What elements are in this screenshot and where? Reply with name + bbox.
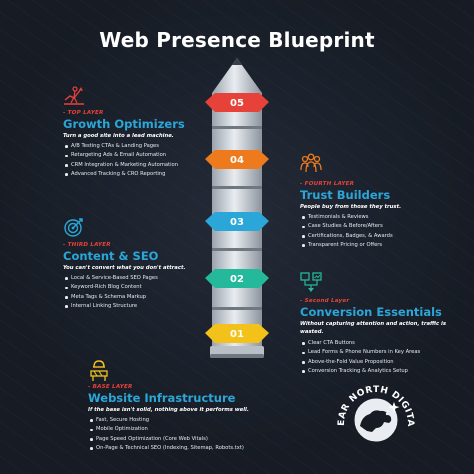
section-subtitle: Turn a good site into a lead machine.	[63, 133, 174, 139]
bullet-list: Testimonials & Reviews Case Studies & Be…	[300, 213, 401, 250]
shaft-band	[212, 307, 262, 310]
growth-chart-person-icon	[64, 86, 84, 105]
layer-block-03: 03	[205, 212, 269, 231]
list-item: Mobile Optimization	[88, 425, 249, 434]
pencil-tip	[212, 58, 262, 93]
list-item: Page Speed Optimization (Core Web Vitals…	[88, 435, 249, 444]
list-item: On-Page & Technical SEO (Indexing, Sitem…	[88, 444, 249, 453]
block-label: 05	[230, 98, 244, 109]
list-item: Transparent Pricing or Offers	[300, 241, 401, 250]
target-arrow-icon	[64, 218, 83, 237]
layer-tag: - FOURTH LAYER	[300, 181, 355, 187]
block-shape	[205, 150, 269, 169]
list-item: Above-the-Fold Value Proposition	[300, 358, 460, 367]
bullet-list: A/B Testing CTAs & Landing Pages Retarge…	[63, 142, 185, 179]
list-item: Advanced Tracking & CRO Reporting	[63, 170, 185, 179]
block-label: 04	[230, 155, 244, 166]
block-label: 03	[230, 217, 244, 228]
section-website-infrastructure: - BASE LAYER Website Infrastructure If t…	[88, 384, 249, 453]
list-item: CRM Integration & Marketing Automation	[63, 161, 185, 170]
block-shape	[205, 324, 269, 343]
pencil-lead	[232, 58, 242, 65]
list-item: Fast, Secure Hosting	[88, 416, 249, 425]
list-item: Retargeting Ads & Email Automation	[63, 151, 185, 160]
list-item: A/B Testing CTAs & Landing Pages	[63, 142, 185, 151]
section-conversion-essentials: - Second Layer Conversion Essentials Wit…	[300, 298, 460, 376]
section-subtitle: If the base isn't solid, nothing above i…	[88, 407, 249, 413]
layer-block-04: 04	[205, 150, 269, 169]
block-shape	[205, 269, 269, 288]
bullet-list: Fast, Secure Hosting Mobile Optimization…	[88, 416, 249, 453]
compass-star	[388, 402, 400, 413]
bear-silhouette	[360, 410, 392, 432]
section-subtitle: Without capturing attention and action, …	[300, 321, 447, 335]
shaft-band	[212, 248, 262, 251]
bullet-list: Clear CTA Buttons Lead Forms & Phone Num…	[300, 339, 460, 376]
section-growth-optimizers: - TOP LAYER Growth Optimizers Turn a goo…	[63, 110, 185, 179]
layer-block-05: 05	[205, 93, 269, 112]
section-heading: Growth Optimizers	[63, 117, 185, 131]
layer-block-02: 02	[205, 269, 269, 288]
page-title: Web Presence Blueprint	[99, 28, 375, 52]
list-item: Certifications, Badges, & Awards	[300, 232, 401, 241]
list-item: Lead Forms & Phone Numbers in Key Areas	[300, 348, 460, 357]
conversion-funnel-icon	[300, 272, 322, 292]
layer-block-01: 01	[205, 324, 269, 343]
layer-tag: - THIRD LAYER	[63, 242, 111, 248]
list-item: Local & Service-Based SEO Pages	[63, 274, 186, 283]
shaft-band	[212, 126, 262, 129]
block-label: 01	[230, 329, 244, 340]
block-label: 02	[230, 274, 244, 285]
section-heading: Website Infrastructure	[88, 391, 236, 405]
section-trust-builders: - FOURTH LAYER Trust Builders People buy…	[300, 181, 401, 250]
section-heading: Content & SEO	[63, 249, 159, 263]
list-item: Internal Linking Structure	[63, 302, 186, 311]
list-item: Keyword-Rich Blog Content	[63, 283, 186, 292]
block-shape	[205, 93, 269, 112]
pencil-base-shadow	[210, 354, 264, 358]
brand-logo: BEAR NORTH DIGITAL	[334, 376, 414, 443]
people-group-icon	[300, 153, 322, 173]
section-subtitle: People buy from those they trust.	[300, 204, 402, 210]
list-item: Testimonials & Reviews	[300, 213, 401, 222]
list-item: Meta Tags & Schema Markup	[63, 293, 186, 302]
construction-barrier-icon	[90, 360, 108, 381]
layer-tag: - BASE LAYER	[88, 384, 133, 390]
section-heading: Conversion Essentials	[300, 305, 442, 319]
section-content-seo: - THIRD LAYER Content & SEO You can't co…	[63, 242, 186, 311]
section-subtitle: You can't convert what you don't attract…	[63, 265, 186, 271]
block-shape	[205, 212, 269, 231]
list-item: Case Studies & Before/Afters	[300, 222, 401, 231]
list-item: Clear CTA Buttons	[300, 339, 460, 348]
layer-tag: - TOP LAYER	[63, 110, 104, 116]
shaft-band	[212, 186, 262, 189]
section-heading: Trust Builders	[300, 188, 391, 202]
layer-tag: - Second Layer	[300, 298, 350, 304]
list-item: Conversion Tracking & Analytics Setup	[300, 367, 460, 376]
bullet-list: Local & Service-Based SEO Pages Keyword-…	[63, 274, 186, 311]
